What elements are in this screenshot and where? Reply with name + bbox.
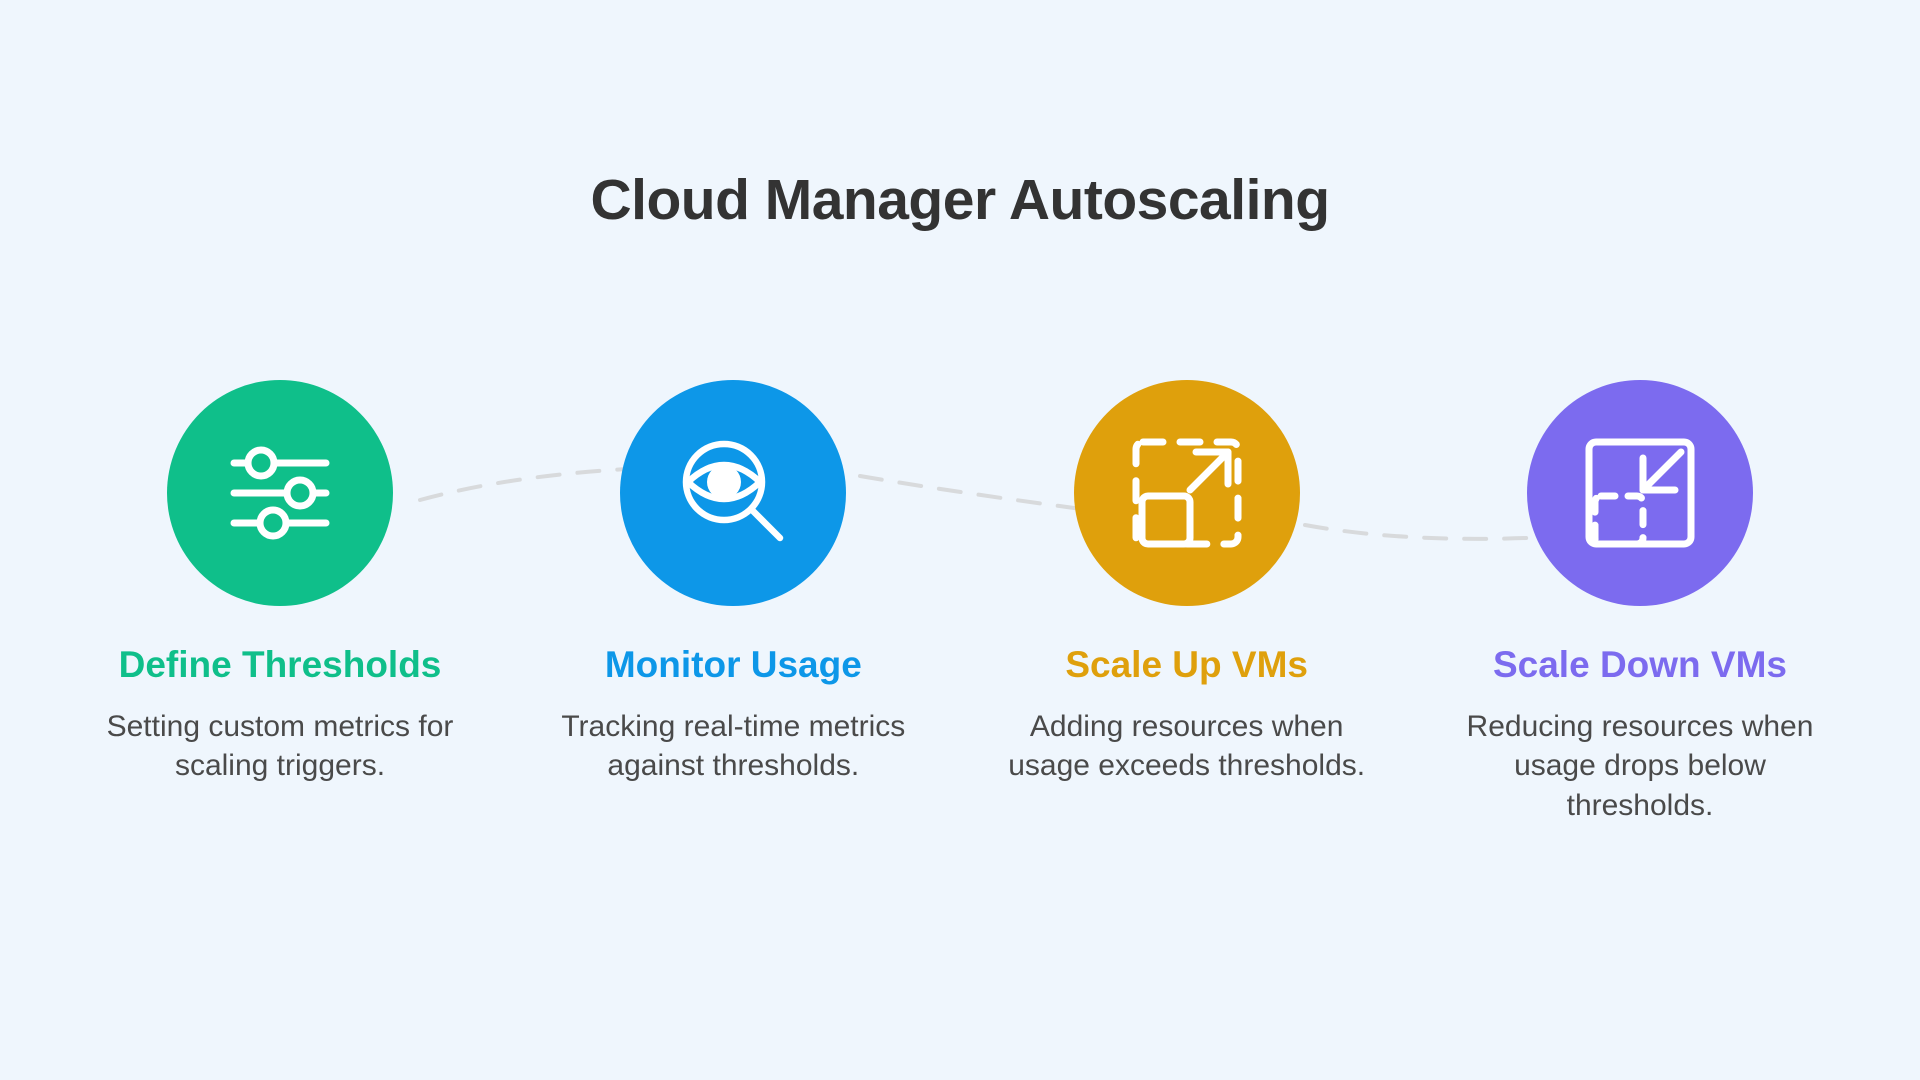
page-title: Cloud Manager Autoscaling [590,168,1330,232]
step-2-circle[interactable] [620,380,847,606]
step-1-circle[interactable] [167,380,393,606]
step-3-description: Adding resources when usage exceeds thre… [1008,709,1366,783]
step-1-label: Define Thresholds [118,644,442,685]
steps-row: Define Thresholds Setting custom metrics… [60,380,1860,826]
step-2-label: Monitor Usage [604,644,862,685]
step-4-label: Scale Down VMs [1492,644,1787,685]
step-3-circle[interactable] [1073,380,1300,606]
step-4-description: Reducing resources when usage drops belo… [1466,709,1814,823]
step-scale-up-vms[interactable]: Scale Up VMs Adding resources when usage… [967,380,1407,786]
scale-up-icon [1128,434,1246,552]
step-4-circle[interactable] [1526,380,1753,606]
step-3-label: Scale Up VMs [1065,644,1308,685]
step-define-thresholds[interactable]: Define Thresholds Setting custom metrics… [60,380,500,786]
step-scale-down-vms[interactable]: Scale Down VMs Reducing resources when u… [1420,380,1860,826]
step-monitor-usage[interactable]: Monitor Usage Tracking real-time metrics… [513,380,953,786]
step-1-description: Setting custom metrics for scaling trigg… [106,709,454,783]
scale-down-icon [1581,434,1699,552]
sliders-icon [220,433,340,553]
eye-magnifier-icon [672,432,794,554]
step-2-description: Tracking real-time metrics against thres… [561,709,906,783]
